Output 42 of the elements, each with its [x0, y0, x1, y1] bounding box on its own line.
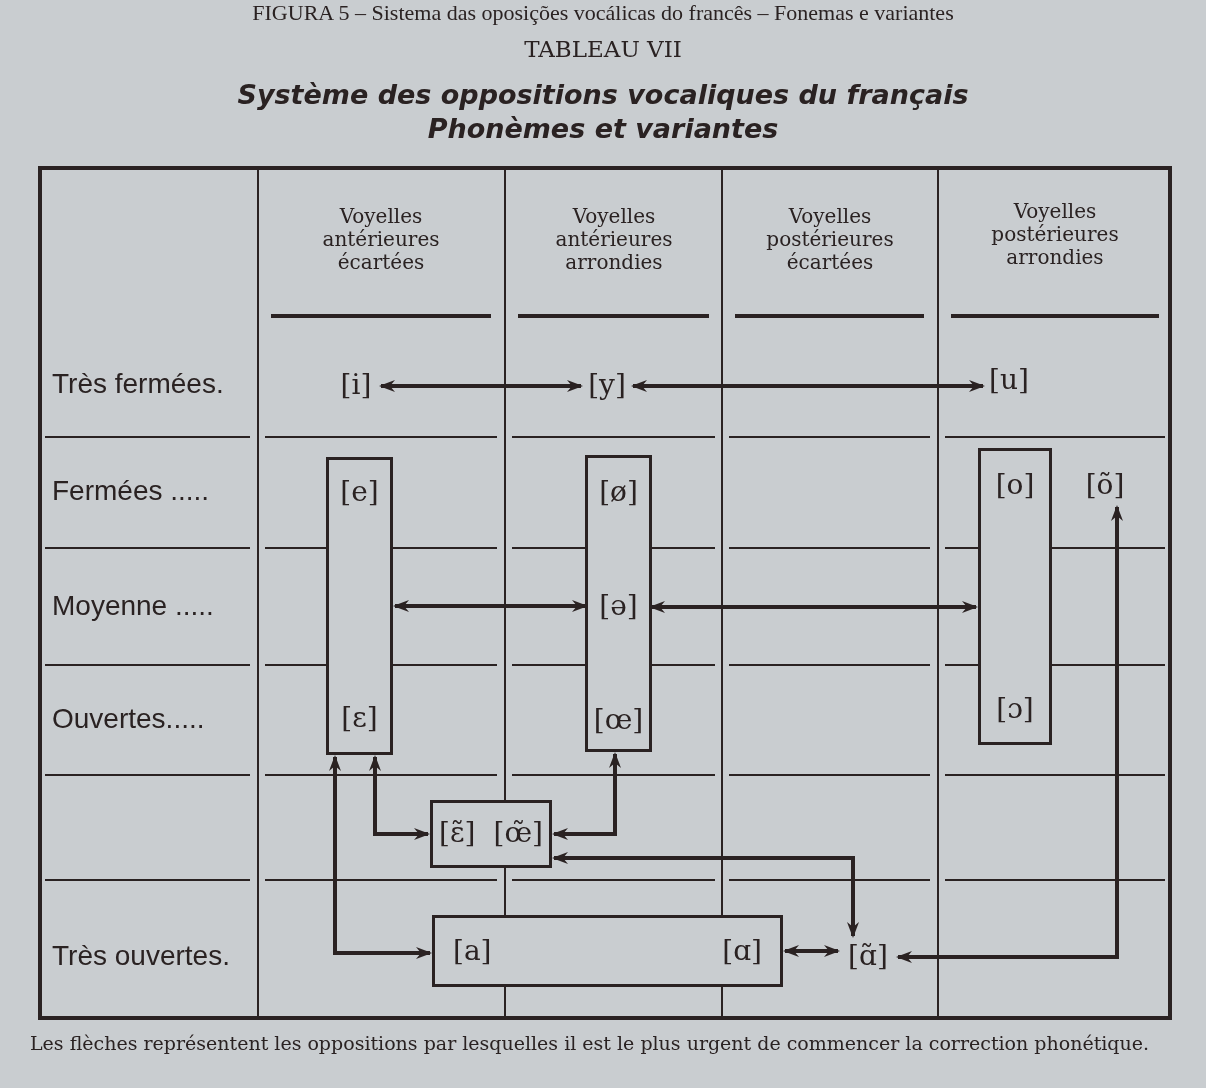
footnote: Les flèches représentent les oppositions par lesquelles il est le plus urgent de commencer la correction phonétique.	[30, 1031, 1151, 1056]
phoneme-group-box	[430, 800, 552, 868]
column-header: Voyelles antérieures écartées	[321, 205, 441, 274]
double-arrow	[329, 755, 432, 959]
phoneme-symbol: [ø]	[598, 474, 639, 510]
phoneme-symbol: [ɛ]	[340, 700, 379, 736]
double-arrow	[631, 380, 985, 392]
column-header: Voyelles postérieures arrondies	[990, 200, 1120, 269]
phoneme-group-box	[585, 455, 652, 752]
double-arrow	[552, 852, 859, 938]
phoneme-symbol: [u]	[985, 362, 1033, 400]
phoneme-symbol: [ɔ]	[995, 691, 1035, 727]
phoneme-symbol: [e]	[339, 474, 380, 510]
phoneme-symbol: [œ]	[592, 702, 645, 738]
column-header: Voyelles antérieures arrondies	[554, 205, 674, 274]
phoneme-symbol: [o]	[994, 467, 1036, 503]
row-header: Très fermées.	[52, 368, 224, 400]
double-arrow	[896, 505, 1123, 963]
phoneme-group-box	[432, 915, 783, 987]
double-arrow	[783, 945, 840, 957]
table-subtitle: Système des oppositions vocaliques du français Phonèmes et variantes	[236, 78, 970, 146]
phoneme-group-box	[326, 457, 393, 755]
figure-caption-heading: FIGURA 5 – Sistema das oposições vocálicas do francês – Fonemas e variantes	[251, 0, 955, 26]
phoneme-symbol: [œ̃]	[493, 815, 543, 851]
phoneme-symbol: [y]	[583, 367, 631, 405]
phoneme-symbol: [ɑ]	[722, 933, 762, 969]
row-header: Fermées .....	[52, 475, 210, 507]
phoneme-symbol: [ɑ̃]	[840, 938, 896, 976]
row-header: Moyenne .....	[52, 590, 214, 622]
double-arrow	[379, 380, 583, 392]
phoneme-symbol: [a]	[453, 933, 492, 969]
double-arrow	[369, 755, 430, 840]
table-title: TABLEAU VII	[523, 36, 683, 62]
phoneme-group-box	[978, 448, 1052, 745]
phoneme-symbol: [ə]	[588, 588, 649, 626]
row-header: Ouvertes.....	[52, 703, 205, 735]
column-header: Voyelles postérieures écartées	[765, 205, 895, 274]
phoneme-symbol: [õ]	[1081, 467, 1129, 505]
row-header: Très ouvertes.	[52, 940, 230, 972]
phoneme-symbol: [ɛ̃]	[439, 815, 476, 851]
double-arrow	[552, 752, 621, 840]
phoneme-symbol: [i]	[333, 367, 379, 405]
